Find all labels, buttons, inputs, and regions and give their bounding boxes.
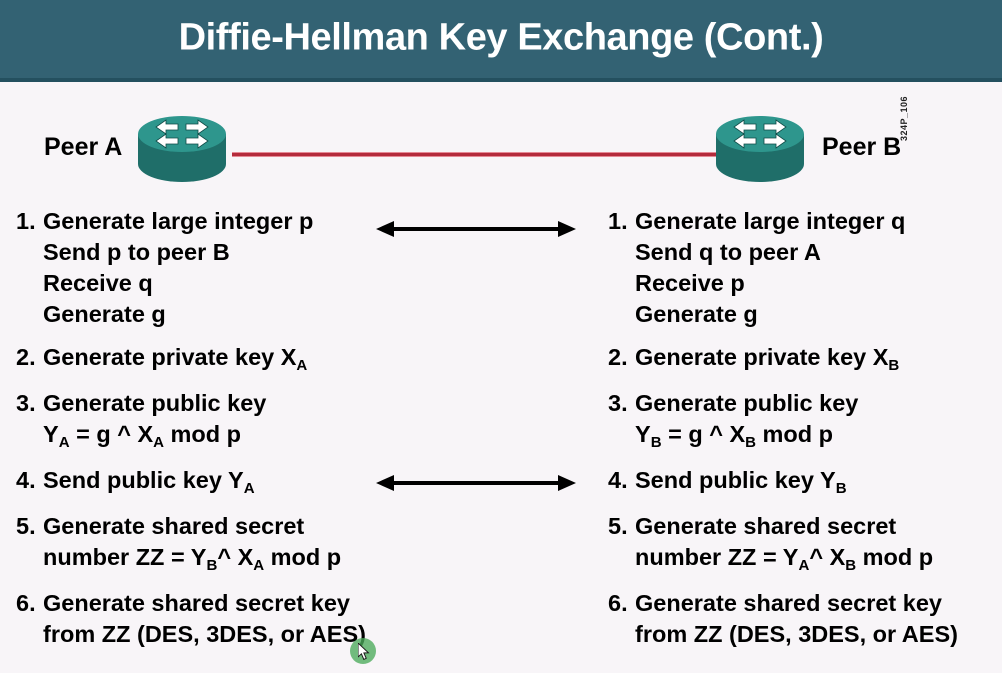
step-item: 4. Send public key YB (608, 465, 988, 499)
peer-b-steps: 1. Generate large integer q Send q to peer… (608, 206, 988, 662)
step-item: 3. Generate public key YB = g ^ XB mod p (608, 388, 988, 453)
step-text: Generate large integer q Send q to peer A… (635, 206, 988, 330)
step-line: Generate large integer p (43, 208, 314, 234)
step-line: Generate shared secret (43, 513, 305, 539)
step-line: number ZZ = YA^ XB mod p (635, 544, 934, 574)
step-number: 2. (608, 344, 628, 370)
router-icon (708, 108, 812, 186)
step-text: Send public key YA (43, 465, 376, 499)
step-number: 1. (16, 208, 36, 234)
step-line: YB = g ^ XB mod p (635, 421, 834, 451)
subscript: A (798, 556, 810, 574)
step-number: 6. (608, 590, 628, 616)
step-line: Generate g (635, 301, 758, 327)
peer-a-label: Peer A (44, 133, 123, 161)
peer-a-steps: 1. Generate large integer p Send p to peer… (16, 206, 376, 662)
step-item: 6. Generate shared secret key from ZZ (DES… (608, 588, 988, 650)
step-line: from ZZ (DES, 3DES, or AES) (43, 621, 366, 647)
step-line: number ZZ = YB^ XA mod p (43, 544, 342, 574)
step-text: Generate private key XB (635, 342, 988, 376)
step-number: 1. (608, 208, 628, 234)
graphic-reference-code: 324P_106 (899, 95, 909, 141)
step-line: Generate shared secret key (43, 590, 350, 616)
subscript: B (888, 356, 900, 374)
step-text: Generate public key YB = g ^ XB mod p (635, 388, 988, 453)
step-number: 2. (16, 344, 36, 370)
step-line: Generate shared secret (635, 513, 897, 539)
step-line: Receive q (43, 270, 153, 296)
step-item: 6. Generate shared secret key from ZZ (DES… (16, 588, 376, 650)
step-line: Generate public key (43, 390, 267, 416)
step-text: Generate shared secret key from ZZ (DES, … (635, 588, 988, 650)
step-number: 5. (16, 513, 36, 539)
subscript: A (58, 433, 70, 451)
step-text: Generate large integer p Send p to peer B… (43, 206, 376, 330)
subscript: A (243, 479, 255, 497)
exchange-arrow-step1 (376, 218, 576, 240)
step-number: 6. (16, 590, 36, 616)
router-icon (130, 108, 234, 186)
subscript: A (253, 556, 265, 574)
subscript: B (745, 433, 756, 451)
step-item: 1. Generate large integer p Send p to peer… (16, 206, 376, 330)
step-item: 4. Send public key YA (16, 465, 376, 499)
step-text: Generate shared secret number ZZ = YA^ XB… (635, 511, 988, 576)
exchange-arrow-step4 (376, 472, 576, 494)
step-text: Generate public key YA = g ^ XA mod p (43, 388, 376, 453)
step-line: Send public key YB (635, 467, 847, 497)
step-line: Generate public key (635, 390, 859, 416)
step-item: 5. Generate shared secret number ZZ = YB^ … (16, 511, 376, 576)
peer-b-label: Peer B (822, 133, 902, 161)
step-line: Send q to peer A (635, 239, 821, 265)
step-number: 5. (608, 513, 628, 539)
step-line: Send p to peer B (43, 239, 230, 265)
step-item: 3. Generate public key YA = g ^ XA mod p (16, 388, 376, 453)
subscript: B (650, 433, 662, 451)
step-item: 1. Generate large integer q Send q to peer… (608, 206, 988, 330)
step-line: YA = g ^ XA mod p (43, 421, 242, 451)
step-item: 2. Generate private key XB (608, 342, 988, 376)
step-line: Generate g (43, 301, 166, 327)
step-text: Generate shared secret key from ZZ (DES, … (43, 588, 376, 650)
step-item: 2. Generate private key XA (16, 342, 376, 376)
step-line: Generate private key XB (635, 344, 900, 374)
page-title: Diffie-Hellman Key Exchange (Cont.) (178, 16, 824, 59)
step-text: Generate shared secret number ZZ = YB^ XA… (43, 511, 376, 576)
subscript: A (153, 433, 164, 451)
step-line: Send public key YA (43, 467, 255, 497)
step-number: 3. (16, 390, 36, 416)
step-line: Generate private key XA (43, 344, 308, 374)
peer-link-line (232, 152, 716, 157)
step-text: Send public key YB (635, 465, 988, 499)
slide-header: Diffie-Hellman Key Exchange (Cont.) (0, 0, 1002, 82)
subscript: B (835, 479, 847, 497)
subscript: B (206, 556, 218, 574)
step-text: Generate private key XA (43, 342, 376, 376)
step-line: from ZZ (DES, 3DES, or AES) (635, 621, 958, 647)
mouse-pointer-icon (358, 643, 370, 661)
step-line: Generate shared secret key (635, 590, 942, 616)
step-line: Receive p (635, 270, 745, 296)
cursor-click-indicator (350, 638, 376, 664)
step-item: 5. Generate shared secret number ZZ = YA^ … (608, 511, 988, 576)
step-line: Generate large integer q (635, 208, 906, 234)
step-number: 3. (608, 390, 628, 416)
step-number: 4. (608, 467, 628, 493)
subscript: A (296, 356, 308, 374)
subscript: B (845, 556, 857, 574)
step-number: 4. (16, 467, 36, 493)
